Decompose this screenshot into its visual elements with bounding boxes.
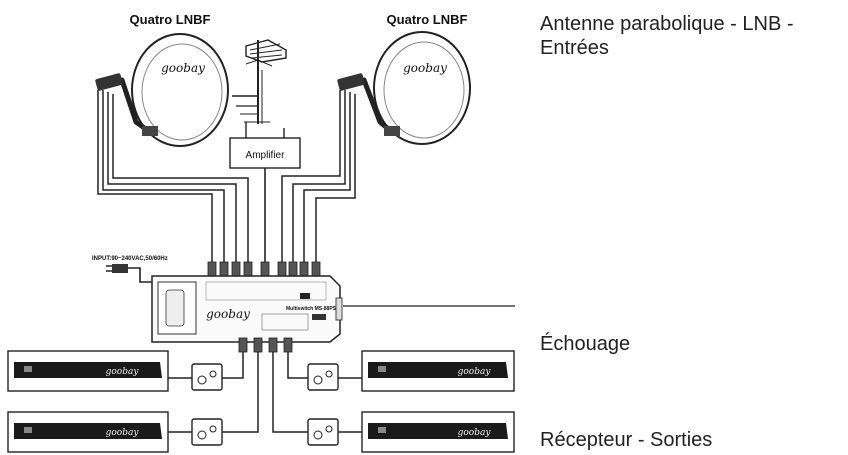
receiver-brand: goobay xyxy=(106,428,140,438)
switch-input-connectors xyxy=(207,261,321,279)
wall-socket-bottom-right xyxy=(307,418,339,446)
lnb-right-icon xyxy=(337,73,365,91)
lnb-left-icon xyxy=(95,73,123,91)
output-cables xyxy=(222,352,308,433)
receiver-top-left: goobay xyxy=(7,350,169,392)
cables-right-lnb xyxy=(281,90,356,262)
terrestrial-antenna-icon xyxy=(232,39,287,124)
receiver-bottom-left: goobay xyxy=(7,411,169,453)
wall-socket-top-right xyxy=(307,363,339,391)
amplifier-box xyxy=(229,137,301,169)
switch-model: Multiswitch MS-88PS xyxy=(286,306,337,312)
receiver-top-right: goobay xyxy=(361,350,515,392)
outputs-label: Récepteur - Sorties xyxy=(540,429,713,451)
receiver-brand: goobay xyxy=(458,428,492,438)
lnb-right-label: Quatro LNBF xyxy=(387,12,468,27)
receiver-brand: goobay xyxy=(106,367,140,377)
cables-left-lnb xyxy=(97,90,249,262)
power-input-label: INPUT:90~240VAC,50/60Hz xyxy=(92,256,168,262)
satellite-dish-left: goobay xyxy=(95,33,229,147)
docking-label: Échouage xyxy=(540,333,631,355)
power-plug-icon xyxy=(106,264,152,283)
inputs-label: Antenne parabolique - LNB - Entrées xyxy=(540,13,794,59)
amplifier-label: Amplifier xyxy=(246,150,286,161)
lnb-left-label: Quatro LNBF xyxy=(130,12,211,27)
switch-brand: goobay xyxy=(206,307,250,321)
wall-socket-top-left xyxy=(191,363,223,391)
receiver-brand: goobay xyxy=(458,367,492,377)
dish-right-brand: goobay xyxy=(403,61,447,75)
multiswitch-unit: goobay Multiswitch MS-88PS xyxy=(151,261,343,353)
satellite-dish-right: goobay xyxy=(337,31,471,145)
receiver-bottom-right: goobay xyxy=(361,411,515,453)
dish-left-brand: goobay xyxy=(161,61,205,75)
wall-socket-bottom-left xyxy=(191,418,223,446)
